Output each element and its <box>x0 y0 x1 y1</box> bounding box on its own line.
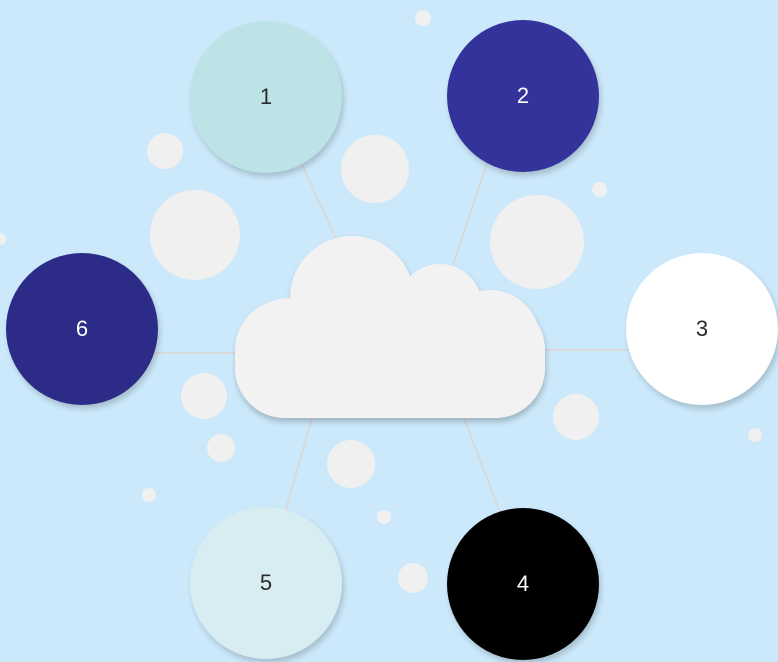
cloud-icon <box>235 236 545 418</box>
node-label: 5 <box>259 570 273 595</box>
node-label: 3 <box>695 316 709 341</box>
node-2: 2 <box>447 20 599 172</box>
node-label: 4 <box>516 571 530 596</box>
decorative-bubble <box>415 10 431 26</box>
decorative-bubble <box>142 488 156 502</box>
decorative-bubble <box>592 182 607 197</box>
node-label: 2 <box>516 83 530 108</box>
decorative-bubble <box>748 428 762 442</box>
decorative-bubble <box>398 563 428 593</box>
decorative-bubble <box>377 510 391 524</box>
node-3: 3 <box>626 253 778 405</box>
decorative-bubble <box>207 434 235 462</box>
decorative-bubble <box>553 394 599 440</box>
decorative-bubble <box>181 373 227 419</box>
node-4: 4 <box>447 508 599 660</box>
connector-line-4 <box>463 417 501 513</box>
node-6: 6 <box>6 253 158 405</box>
connector-line-1 <box>299 159 339 244</box>
decorative-bubble <box>147 133 183 169</box>
node-5: 5 <box>190 507 342 659</box>
decorative-bubble <box>341 135 409 203</box>
decorative-bubble <box>150 190 240 280</box>
decorative-bubble <box>327 440 375 488</box>
node-label: 1 <box>259 84 273 109</box>
node-label: 6 <box>75 316 89 341</box>
decorative-bubble <box>0 233 6 245</box>
connector-line-5 <box>284 417 313 513</box>
node-1: 1 <box>190 21 342 173</box>
connector-line-2 <box>451 159 489 269</box>
decorative-bubble <box>490 195 584 289</box>
